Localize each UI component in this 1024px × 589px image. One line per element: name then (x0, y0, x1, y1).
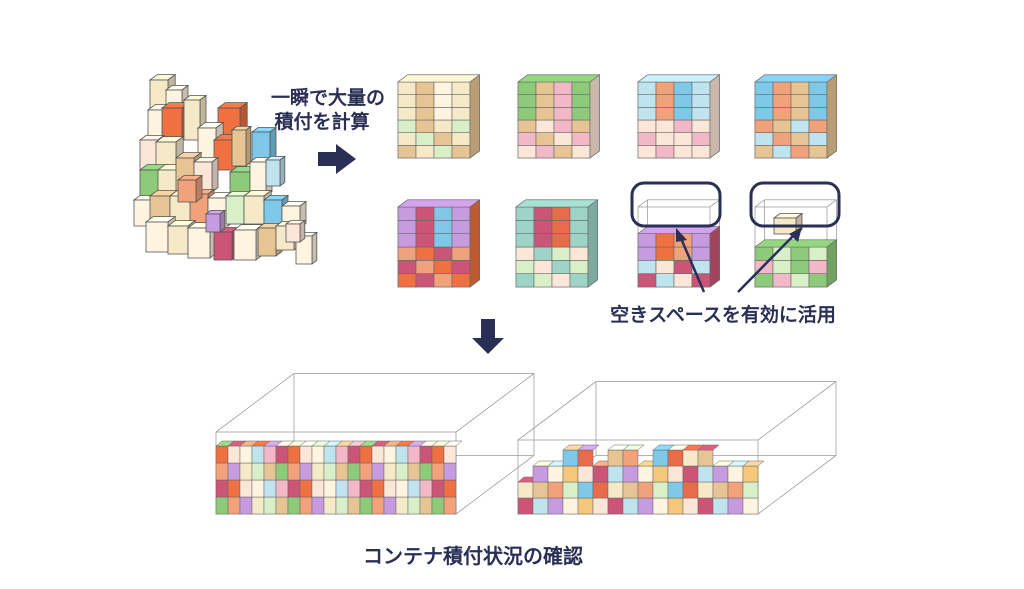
right-arrow-icon (318, 144, 356, 174)
instant-calc-label-line1: 一瞬で大量の (271, 86, 385, 109)
box (250, 126, 278, 161)
pallet (637, 199, 721, 288)
container (517, 381, 837, 515)
box (230, 125, 253, 167)
unpacked-box-pile (132, 73, 318, 265)
empty-space-highlight-2 (749, 181, 841, 228)
box (176, 174, 204, 203)
pallet (754, 74, 838, 159)
pallet (397, 74, 481, 159)
container-caption: コンテナ積付状況の確認 (363, 544, 583, 568)
container (215, 373, 535, 515)
box (284, 219, 306, 243)
callout-arrow-icon (676, 227, 802, 293)
pallet-packing-results (397, 74, 838, 288)
box (204, 209, 227, 233)
pallet (517, 74, 601, 159)
box (264, 155, 286, 187)
space-usage-label: 空きスペースを有効に活用 (610, 303, 836, 326)
container-packing-results (215, 373, 837, 515)
empty-space-highlight-1 (630, 181, 722, 228)
down-arrow-icon (472, 319, 504, 354)
pallet (637, 74, 721, 159)
pallet (397, 199, 481, 288)
pallet (515, 199, 599, 288)
instant-calc-label-line2: 積付を計算 (274, 110, 369, 133)
pallet (754, 199, 838, 288)
